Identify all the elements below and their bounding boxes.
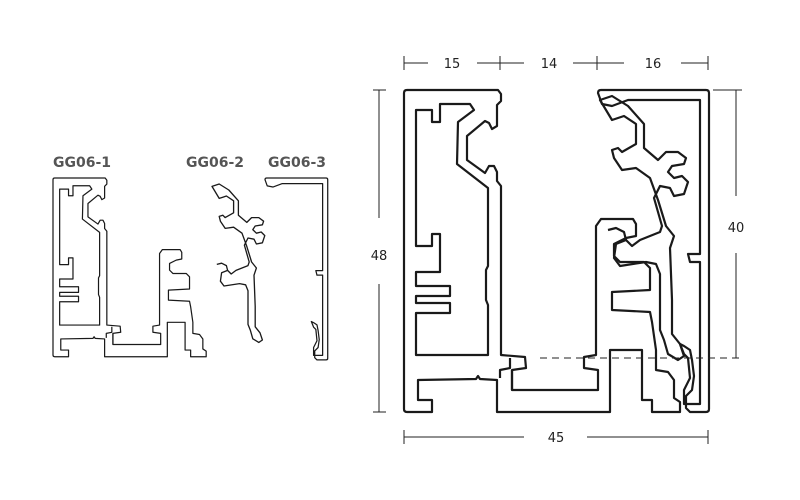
dim-16: 16 [645,57,662,72]
profile-gg06-1 [52,177,207,358]
profile-gg06-2 [211,183,266,344]
label-gg06-3: GG06-3 [268,155,326,171]
width-dimension: 45 [403,430,709,446]
dim-48: 48 [371,249,388,264]
inner-height-dimension: 40 [540,89,745,359]
label-gg06-2: GG06-2 [186,155,244,171]
dim-45: 45 [548,431,565,446]
dim-14: 14 [541,57,558,72]
top-dimension: 15 14 16 [403,56,709,72]
dim-15: 15 [444,57,461,72]
assembled-profile [402,88,711,414]
label-gg06-1: GG06-1 [53,155,111,171]
profile-gg06-3 [264,177,329,361]
dim-40: 40 [728,221,745,236]
height-dimension: 48 [371,89,388,413]
